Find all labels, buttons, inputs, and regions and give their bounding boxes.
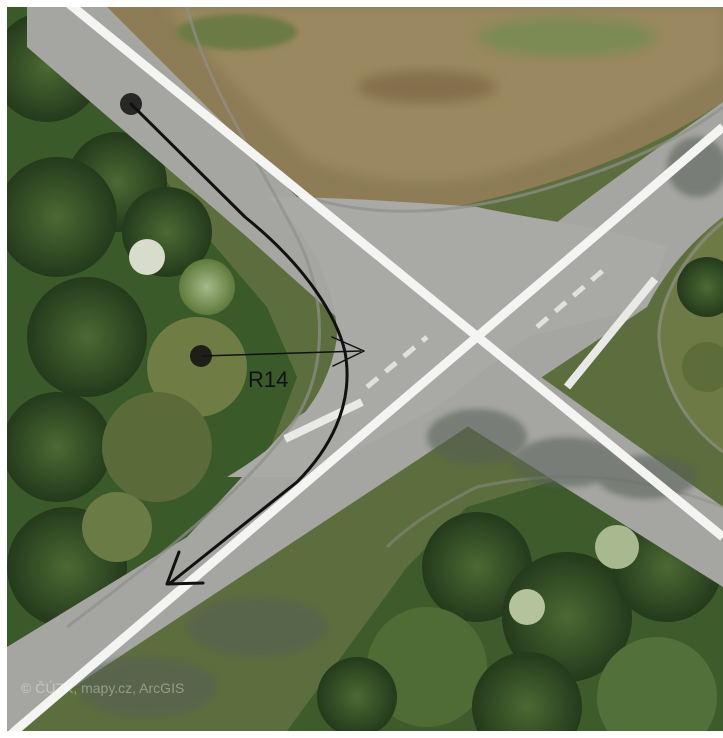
radius-arrowhead-icon — [331, 336, 365, 367]
tree-shadows — [77, 137, 723, 717]
map-canvas[interactable]: R14 © ČÚZK, mapy.cz, ArcGIS — [7, 7, 723, 731]
right-curb — [657, 220, 723, 454]
bottom-forest — [287, 477, 723, 731]
lane-dash-left — [365, 335, 429, 389]
top-curb — [306, 105, 723, 213]
stop-line-right — [563, 276, 659, 390]
lane-markings — [7, 7, 723, 731]
map-watermark: © ČÚZK, mapy.cz, ArcGIS — [21, 680, 184, 696]
turn-arrowhead-icon — [165, 550, 205, 586]
left-curb — [66, 7, 321, 629]
top-field — [87, 7, 723, 212]
radius-label: R14 — [248, 367, 288, 392]
aerial-map[interactable]: R14 © ČÚZK, mapy.cz, ArcGIS — [7, 7, 723, 731]
lane-dash-right — [535, 265, 609, 329]
radius-line — [200, 350, 362, 357]
start-point-icon[interactable] — [120, 93, 142, 115]
centerline-nw-se — [66, 7, 723, 541]
stop-line-left — [283, 398, 364, 443]
turn-annotation: R14 — [120, 93, 365, 586]
centerline-ne-sw — [7, 123, 723, 731]
